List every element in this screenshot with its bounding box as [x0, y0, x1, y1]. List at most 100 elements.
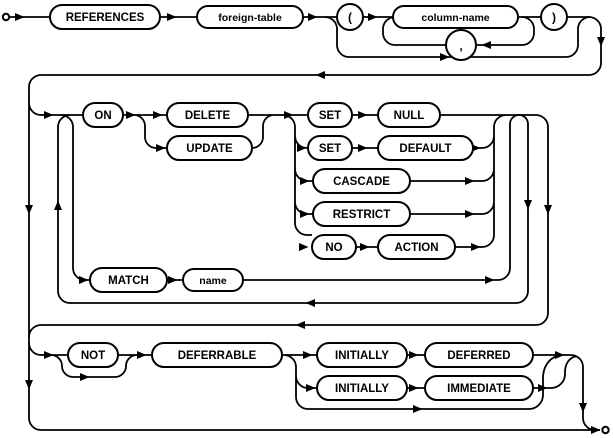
- end-terminal-bullet: [601, 425, 610, 435]
- node-cascade: CASCADE: [312, 168, 411, 194]
- node-restrict: RESTRICT: [312, 201, 411, 227]
- set-b-label: SET: [319, 143, 341, 155]
- arrowhead-icon: [409, 351, 419, 359]
- initially-b-label: INITIALLY: [335, 383, 389, 395]
- arrowhead-icon: [297, 144, 307, 152]
- node-open-paren: (: [336, 3, 364, 31]
- cascade-label: CASCADE: [333, 176, 390, 188]
- arrowhead-icon: [25, 205, 33, 215]
- arrowhead-icon: [303, 351, 313, 359]
- deferrable-label: DEFERRABLE: [178, 350, 257, 362]
- node-delete: DELETE: [166, 102, 249, 128]
- node-null: NULL: [377, 102, 441, 128]
- arrowhead-icon: [306, 384, 316, 392]
- node-references: REFERENCES: [49, 4, 161, 30]
- start-terminal-bullet: [1, 12, 11, 22]
- arrowhead-icon: [168, 276, 178, 284]
- node-match: MATCH: [89, 267, 168, 293]
- comma-label: ,: [459, 39, 462, 53]
- arrowhead-icon: [300, 177, 310, 185]
- arrowhead-icon: [44, 351, 54, 359]
- node-foreign-table: foreign-table: [196, 5, 304, 29]
- arrowhead-icon: [156, 144, 166, 152]
- node-action: ACTION: [377, 234, 456, 260]
- foreign-table-label: foreign-table: [218, 12, 282, 24]
- arrowhead-icon: [538, 384, 548, 392]
- node-deferred: DEFERRED: [424, 342, 534, 368]
- arrowhead-icon: [555, 351, 565, 359]
- arrowhead-icon: [465, 210, 475, 218]
- rail-main-top: [9, 16, 602, 431]
- node-name: name: [182, 268, 244, 292]
- node-immediate: IMMEDIATE: [424, 375, 534, 401]
- node-column-name: column-name: [392, 5, 519, 29]
- arrowhead-icon: [579, 403, 587, 413]
- node-set-default-set: SET: [307, 135, 353, 161]
- arrowhead-icon: [44, 111, 54, 119]
- arrowhead-icon: [368, 13, 378, 21]
- arrowhead-icon: [358, 111, 368, 119]
- arrowhead-icon: [440, 53, 450, 61]
- name-label: name: [199, 275, 227, 287]
- arrowhead-icon: [25, 380, 33, 390]
- arrowhead-icon: [308, 13, 318, 21]
- arrowhead-icon: [167, 13, 177, 21]
- flow-arrows: [15, 13, 605, 434]
- arrowhead-icon: [524, 200, 532, 210]
- action-label: ACTION: [394, 242, 438, 254]
- arrowhead-icon: [80, 373, 90, 381]
- immediate-label: IMMEDIATE: [447, 383, 511, 395]
- node-set-null-set: SET: [307, 102, 353, 128]
- arrowhead-icon: [544, 205, 552, 215]
- arrowhead-icon: [153, 111, 163, 119]
- node-initially-deferred-initially: INITIALLY: [316, 342, 408, 368]
- node-initially-immediate-initially: INITIALLY: [316, 375, 408, 401]
- node-deferrable: DEFERRABLE: [151, 342, 283, 368]
- arrowhead-icon: [305, 299, 315, 307]
- default-label: DEFAULT: [399, 143, 451, 155]
- arrowhead-icon: [413, 405, 423, 413]
- arrowhead-icon: [465, 177, 475, 185]
- restrict-label: RESTRICT: [333, 209, 391, 221]
- arrowhead-icon: [284, 111, 294, 119]
- arrowhead-icon: [409, 384, 419, 392]
- null-label: NULL: [394, 110, 425, 122]
- arrowhead-icon: [79, 276, 89, 284]
- match-label: MATCH: [108, 275, 149, 287]
- column-name-label: column-name: [421, 12, 489, 24]
- references-label: REFERENCES: [66, 12, 145, 24]
- node-no: NO: [311, 234, 357, 260]
- node-default: DEFAULT: [377, 135, 474, 161]
- arrowhead-icon: [295, 321, 305, 329]
- initially-a-label: INITIALLY: [335, 350, 389, 362]
- node-comma: ,: [445, 29, 477, 61]
- open-paren-label: (: [348, 11, 352, 25]
- on-label: ON: [94, 110, 111, 122]
- arrowhead-icon: [15, 13, 25, 21]
- node-update: UPDATE: [166, 135, 253, 161]
- arrowhead-icon: [300, 210, 310, 218]
- arrowhead-icon: [137, 351, 147, 359]
- arrowhead-icon: [126, 111, 136, 119]
- arrowhead-icon: [597, 37, 605, 47]
- arrowhead-icon: [360, 243, 370, 251]
- arrowhead-icon: [481, 41, 491, 49]
- arrowhead-icon: [315, 71, 325, 79]
- rail-on-clause-section: [28, 102, 549, 338]
- no-label: NO: [325, 242, 342, 254]
- update-label: UPDATE: [186, 143, 233, 155]
- arrowhead-icon: [358, 144, 368, 152]
- close-paren-label: ): [552, 11, 556, 25]
- not-label: NOT: [81, 350, 105, 362]
- node-on: ON: [82, 102, 124, 128]
- node-close-paren: ): [540, 3, 568, 31]
- set-a-label: SET: [319, 110, 341, 122]
- arrowhead-icon: [471, 243, 481, 251]
- arrowhead-icon: [485, 276, 495, 284]
- arrowhead-icon: [591, 426, 601, 434]
- arrowhead-icon: [299, 243, 309, 251]
- deferred-label: DEFERRED: [447, 350, 510, 362]
- arrowhead-icon: [54, 200, 62, 210]
